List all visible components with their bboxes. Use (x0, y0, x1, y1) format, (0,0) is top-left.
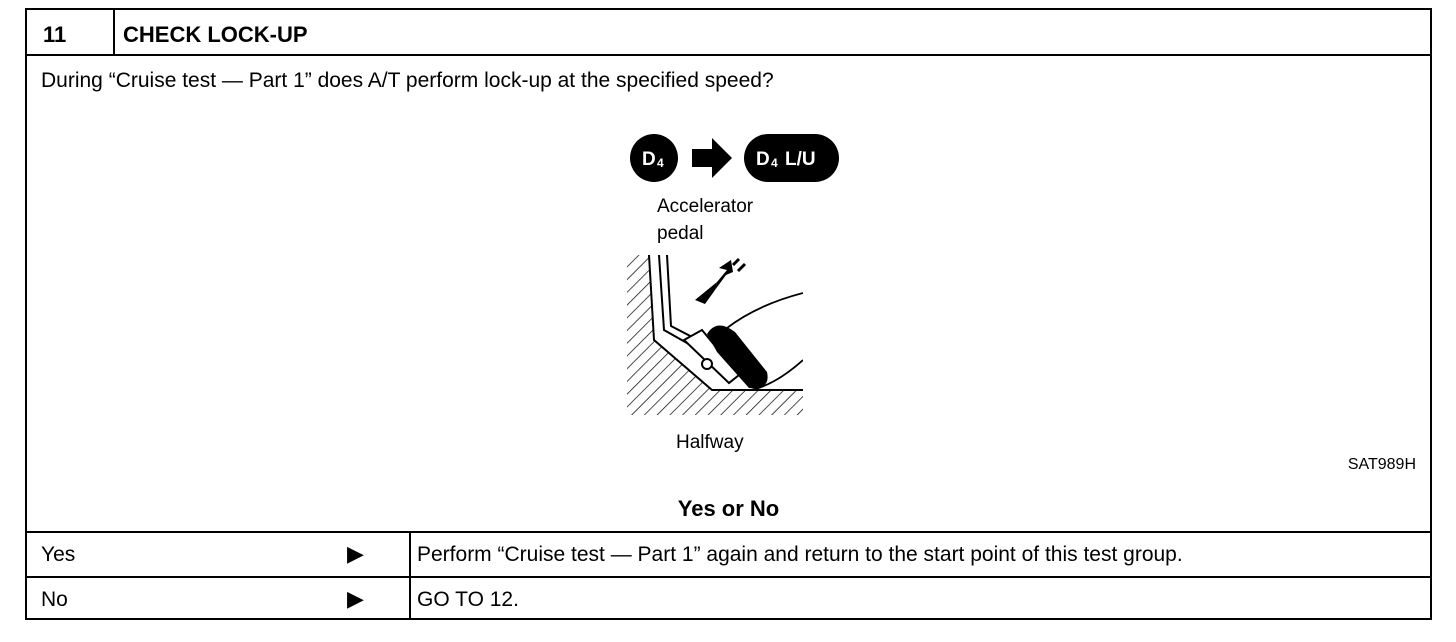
step-title: CHECK LOCK-UP (123, 22, 308, 47)
header-divider (113, 10, 115, 54)
diagnostic-step-table: 11 CHECK LOCK-UP During “Cruise test — P… (25, 8, 1432, 620)
lockup-figure: D 4 D 4 L/U (627, 134, 839, 415)
outcome-no-label: No (41, 588, 68, 611)
outcome-rule-top (27, 531, 1430, 533)
header-rule (27, 54, 1430, 56)
pedal-label-line1: Accelerator (657, 196, 754, 217)
gear-d4lu-sub: 4 (771, 156, 778, 170)
gear-d4-lockup-badge: D 4 L/U (744, 134, 839, 182)
outcome-no-action: GO TO 12. (417, 588, 519, 611)
pedal-label-line2: pedal (657, 223, 704, 244)
figure-code: SAT989H (1347, 456, 1416, 473)
gear-d4-letter: D (642, 149, 656, 170)
gear-lockup-suffix: L/U (785, 149, 816, 170)
outcome-no-arrow-icon: ▶ (347, 586, 364, 611)
yes-no-prompt: Yes or No (677, 496, 780, 521)
position-label: Halfway (676, 432, 744, 453)
accelerator-pedal-illustration (627, 255, 803, 415)
gear-d4-badge: D 4 (630, 134, 678, 182)
outcome-yes-action: Perform “Cruise test — Part 1” again and… (417, 543, 1183, 566)
outcome-yes-arrow-icon: ▶ (347, 541, 364, 566)
outcome-divider (409, 531, 411, 620)
right-arrow-icon (692, 138, 732, 178)
step-number: 11 (43, 22, 67, 47)
outcome-yes-label: Yes (41, 543, 76, 566)
gear-d4lu-letter: D (756, 149, 770, 170)
question-text: During “Cruise test — Part 1” does A/T p… (41, 69, 774, 92)
outcome-rule-middle (27, 576, 1430, 578)
gear-d4-sub: 4 (657, 156, 664, 170)
